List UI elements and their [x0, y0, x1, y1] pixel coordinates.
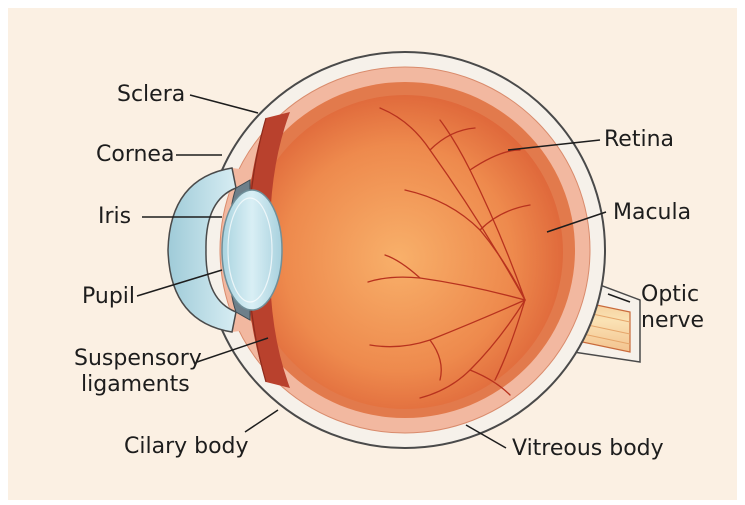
label-suspensory-ligaments: Suspensory ligaments — [74, 346, 202, 398]
label-suspensory-line1: Suspensory — [74, 346, 202, 372]
lens — [222, 190, 282, 310]
label-macula: Macula — [613, 200, 691, 226]
label-retina: Retina — [604, 127, 674, 153]
label-suspensory-line2: ligaments — [74, 372, 202, 398]
label-sclera: Sclera — [117, 82, 185, 108]
label-optic-line1: Optic — [641, 282, 704, 308]
label-iris: Iris — [98, 204, 131, 230]
vitreous-body — [247, 95, 563, 409]
label-optic-nerve: Optic nerve — [641, 282, 704, 334]
label-ciliary-body: Cilary body — [124, 434, 249, 460]
label-cornea: Cornea — [96, 142, 174, 168]
label-optic-line2: nerve — [641, 308, 704, 334]
label-pupil: Pupil — [82, 284, 135, 310]
label-vitreous-body: Vitreous body — [512, 436, 664, 462]
